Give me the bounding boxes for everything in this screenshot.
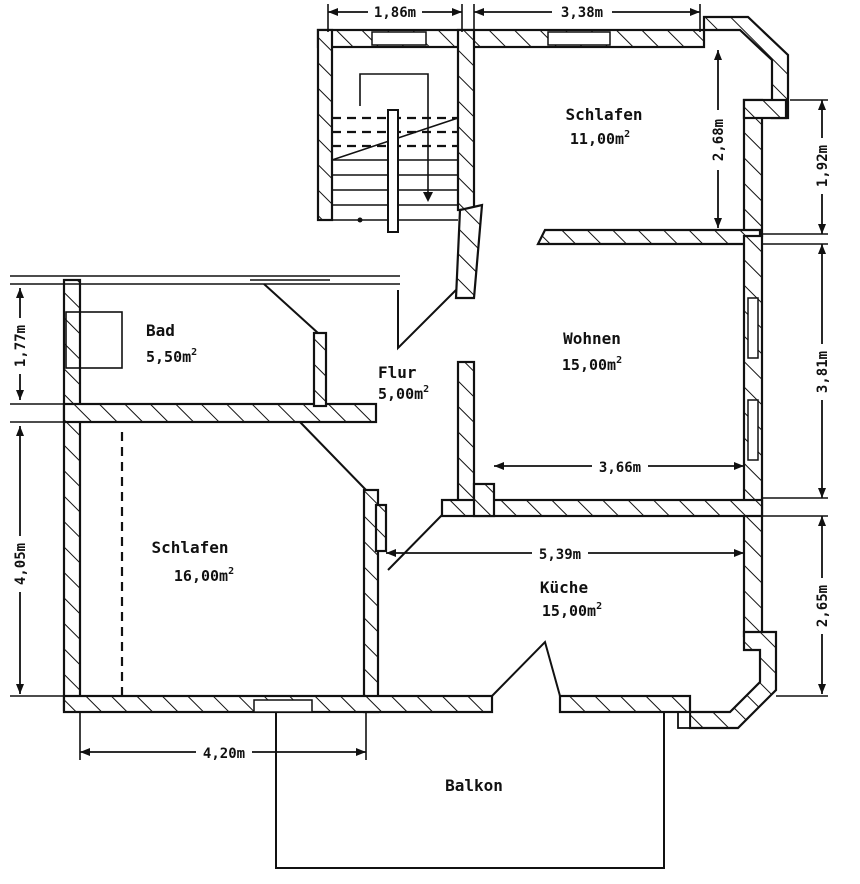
room-area-flur: 5,00m2	[378, 384, 429, 403]
wall-stair-right-lower	[454, 203, 484, 300]
wall-stair-right	[456, 28, 476, 212]
dim-left-bottom: 4,05m	[13, 543, 29, 585]
window-right-1	[747, 297, 759, 359]
dim-bedroom-left-width: 4,20m	[203, 746, 245, 762]
fixtures	[10, 73, 828, 869]
room-name-schlafen-top: Schlafen	[565, 105, 642, 124]
room-area-wohnen: 15,00m2	[562, 355, 622, 374]
dimension-labels: 1,86m 3,38m 2,68m 1,92m 3,81m 2,65m 1,77…	[10, 2, 832, 762]
door-swing-flur	[397, 289, 457, 351]
room-name-balkon: Balkon	[445, 776, 503, 795]
dim-top-stair: 1,86m	[374, 5, 416, 21]
room-name-bad: Bad	[146, 321, 175, 340]
dim-wohnen-width: 3,66m	[599, 460, 641, 476]
wall-bay-bottom	[688, 630, 778, 730]
wall-stair-left	[316, 28, 334, 222]
room-name-kueche: Küche	[540, 578, 588, 597]
window-bottom	[253, 699, 313, 713]
bathtub	[65, 311, 123, 369]
wall-bottom-right	[558, 694, 692, 714]
door-swing-kueche	[387, 514, 443, 571]
wall-wohnen-bottom	[440, 498, 764, 518]
dim-kueche-width: 5,39m	[539, 547, 581, 563]
wall-bad-right	[312, 331, 328, 408]
room-name-flur: Flur	[378, 363, 417, 382]
dim-right-middle: 3,81m	[815, 351, 831, 393]
window-right-2	[747, 399, 759, 461]
room-name-wohnen: Wohnen	[563, 329, 621, 348]
window-top-1	[371, 31, 427, 46]
room-area-kueche: 15,00m2	[542, 601, 602, 620]
door-swing-bad	[263, 283, 319, 334]
wall-right-top	[742, 98, 764, 238]
room-area-schlafen-top: 11,00m2	[570, 129, 630, 148]
wall-bedroom-wohnen	[536, 228, 762, 246]
balkon-outline	[275, 712, 665, 869]
dim-right-top: 1,92m	[815, 145, 831, 187]
room-area-schlafen-left: 16,00m2	[174, 566, 234, 585]
room-name-schlafen-left: Schlafen	[151, 538, 228, 557]
dim-top-bedroom: 3,38m	[561, 5, 603, 21]
room-area-bad: 5,50m2	[146, 347, 197, 366]
wall-flur-wohnen	[456, 360, 476, 504]
dim-right-bottom: 2,65m	[815, 585, 831, 627]
wall-right-top-cap	[742, 98, 788, 120]
wall-kueche-left	[374, 503, 388, 553]
wall-wohnen-step	[472, 482, 496, 518]
window-top-2	[547, 31, 611, 46]
door-swing-balkon	[491, 640, 561, 697]
dim-left-top: 1,77m	[13, 325, 29, 367]
wall-bad-bottom	[62, 402, 378, 424]
room-labels: Schlafen 11,00m2 Wohnen 15,00m2 Bad 5,50…	[146, 105, 643, 795]
door-swing-schlafen	[299, 421, 367, 491]
walls	[62, 15, 790, 730]
staircase	[331, 73, 459, 233]
dim-bedroom-depth: 2,68m	[711, 119, 727, 161]
